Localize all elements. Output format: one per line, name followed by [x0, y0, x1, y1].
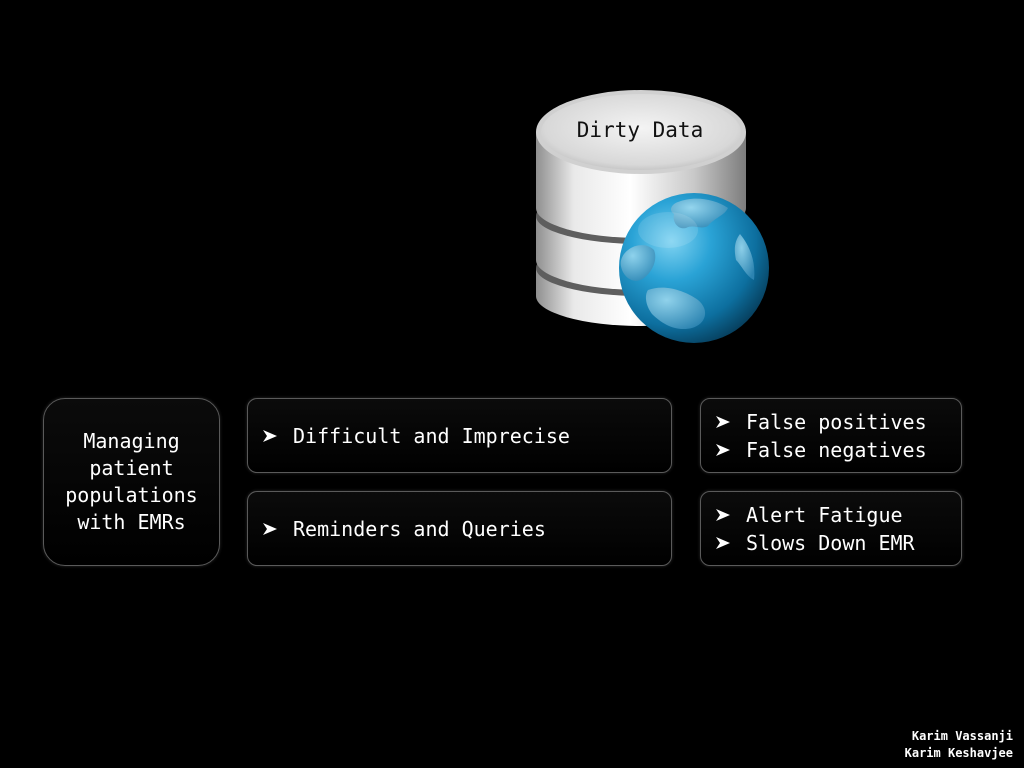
bullet-text: False negatives — [746, 437, 927, 462]
bullet-item: Difficult and Imprecise — [262, 422, 663, 450]
bullet-item: False positives — [715, 408, 953, 436]
arrowhead-bullet-icon — [262, 429, 293, 443]
database-globe-icon — [536, 90, 769, 343]
bullet-text: False positives — [746, 409, 927, 434]
bullet-item: Alert Fatigue — [715, 501, 953, 529]
author-name: Karim Keshavjee — [904, 746, 1013, 760]
author-name: Karim Vassanji — [911, 729, 1013, 743]
bullet-text: Slows Down EMR — [746, 530, 915, 555]
database-label: Dirty Data — [576, 118, 704, 142]
difficult-imprecise-box: Difficult and Imprecise — [247, 398, 672, 473]
bullet-item: False negatives — [715, 436, 953, 464]
arrowhead-bullet-icon — [715, 536, 746, 550]
bullet-text: Reminders and Queries — [293, 516, 546, 541]
author-credits: Karim Vassanji Karim Keshavjee — [905, 728, 1013, 762]
false-results-box: False positives False negatives — [700, 398, 962, 473]
alert-fatigue-box: Alert Fatigue Slows Down EMR — [700, 491, 962, 566]
bullet-item: Reminders and Queries — [262, 515, 663, 543]
left-box-label: Managing patient populations with EMRs — [65, 429, 198, 534]
arrowhead-bullet-icon — [715, 443, 746, 457]
arrowhead-bullet-icon — [715, 415, 746, 429]
bullet-text: Alert Fatigue — [746, 502, 903, 527]
managing-patient-populations-box: Managing patient populations with EMRs — [43, 398, 220, 566]
arrowhead-bullet-icon — [262, 522, 293, 536]
arrowhead-bullet-icon — [715, 508, 746, 522]
bullet-text: Difficult and Imprecise — [293, 423, 570, 448]
bullet-item: Slows Down EMR — [715, 529, 953, 557]
reminders-queries-box: Reminders and Queries — [247, 491, 672, 566]
